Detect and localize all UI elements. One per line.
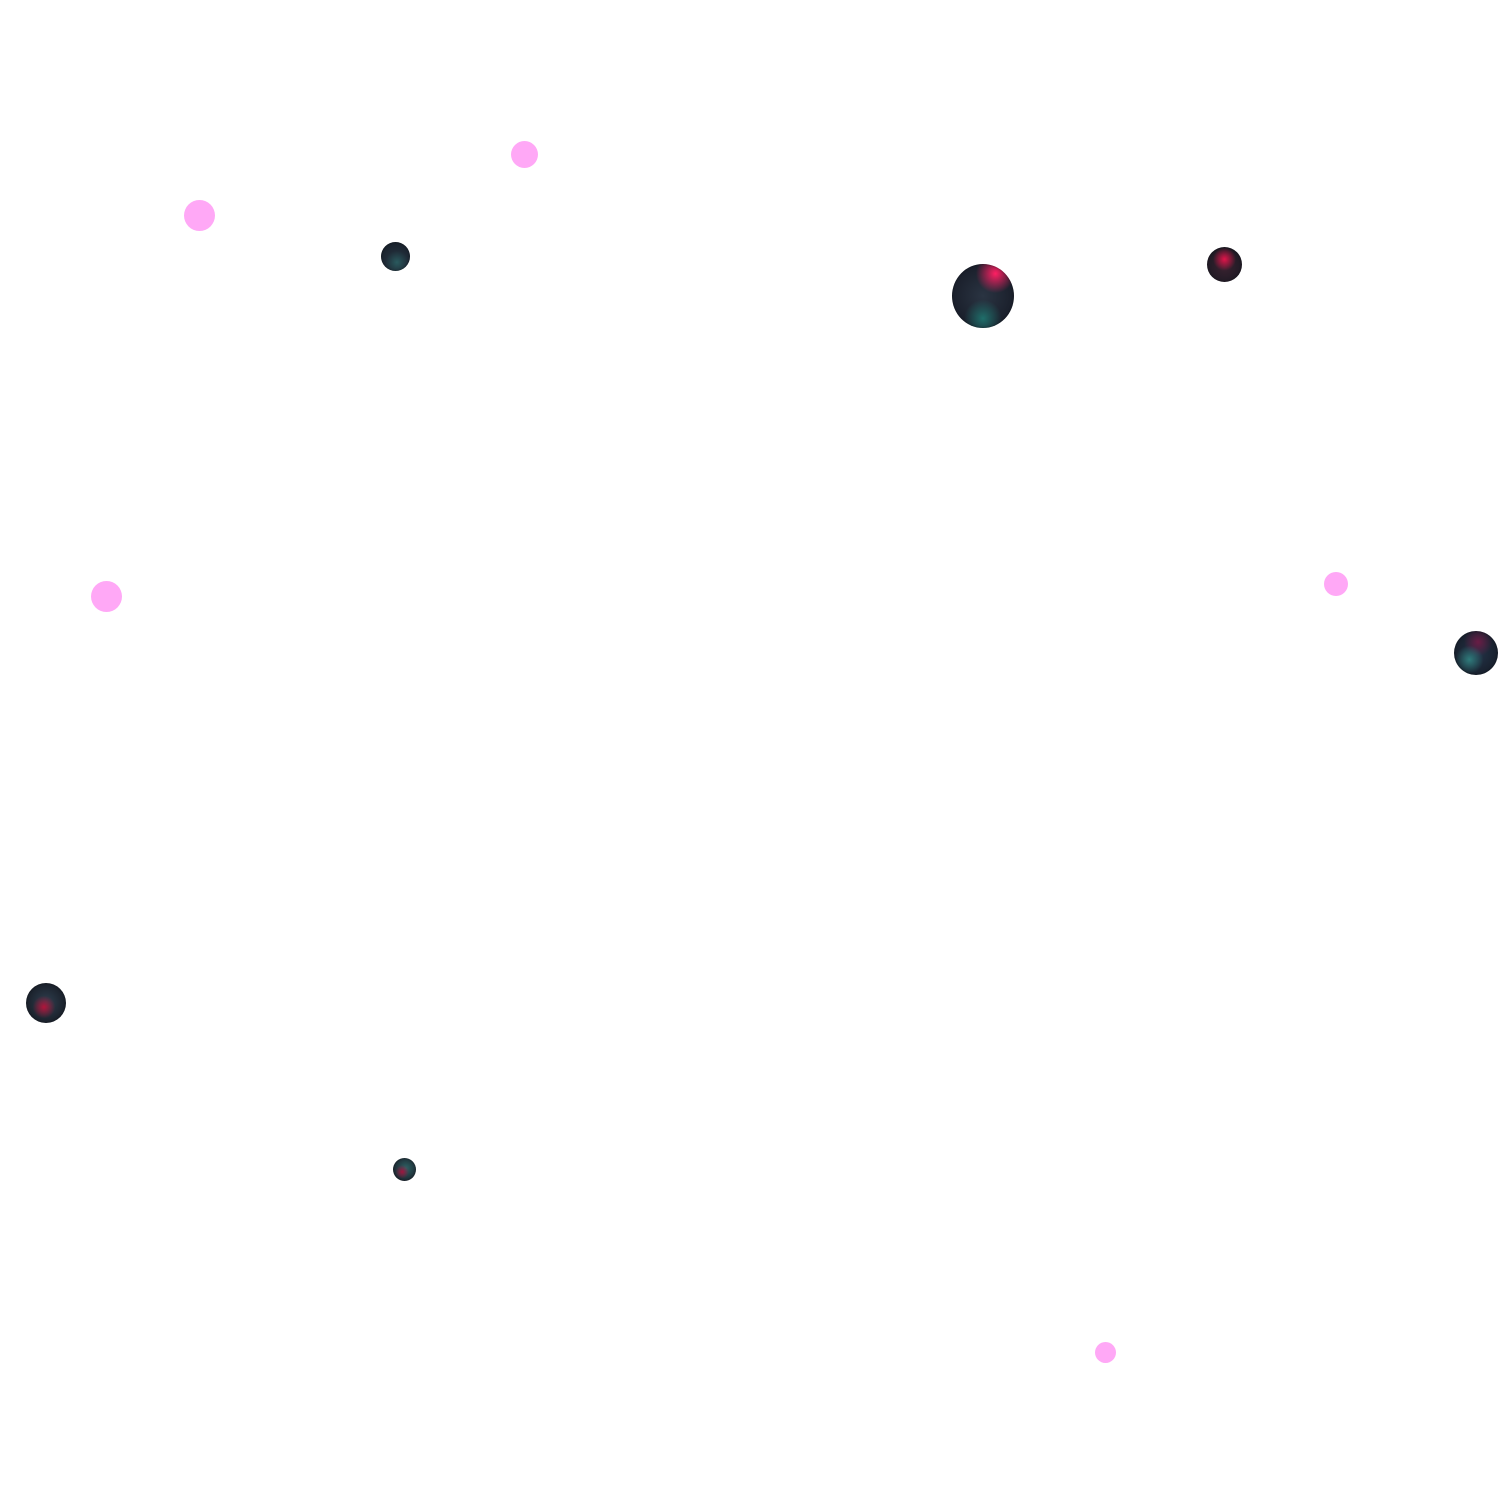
- dark-orb: [1454, 631, 1498, 675]
- pink-dot: [184, 200, 215, 231]
- dark-orb: [26, 983, 66, 1023]
- pink-dot: [1095, 1342, 1116, 1363]
- dark-orb: [1207, 247, 1242, 282]
- pink-dot: [511, 141, 538, 168]
- dark-orb: [381, 242, 410, 271]
- pink-dot: [1324, 572, 1348, 596]
- pink-dot: [91, 581, 122, 612]
- dark-orb: [393, 1158, 416, 1181]
- dark-orb: [952, 264, 1014, 328]
